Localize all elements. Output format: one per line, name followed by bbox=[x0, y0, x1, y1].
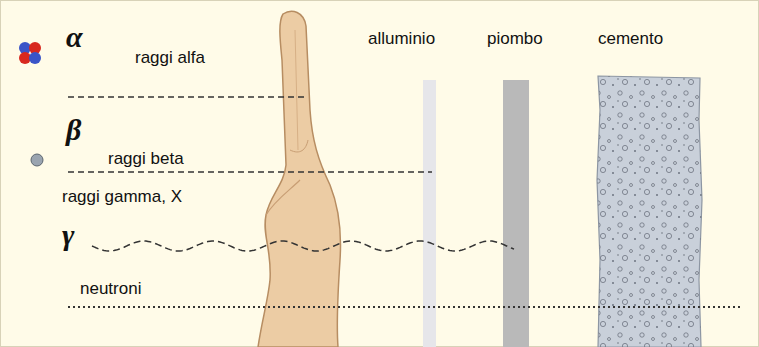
beta-particle bbox=[31, 154, 43, 166]
beta-symbol: β bbox=[66, 113, 81, 146]
material-name: cemento bbox=[598, 30, 663, 49]
ray-name: raggi gamma, X bbox=[62, 188, 182, 207]
ray-name: raggi beta bbox=[108, 150, 184, 169]
material-name: piombo bbox=[487, 30, 543, 49]
gamma-symbol: γ bbox=[62, 218, 74, 251]
material-name: alluminio bbox=[368, 30, 435, 49]
hand bbox=[258, 11, 341, 347]
ray-name: raggi alfa bbox=[135, 49, 205, 68]
gamma-ray bbox=[92, 241, 514, 251]
lead-plate bbox=[503, 80, 529, 347]
ray-name: neutroni bbox=[80, 280, 141, 299]
beta-ray bbox=[68, 171, 432, 172]
neutron-ray bbox=[68, 306, 742, 308]
alpha-ray bbox=[68, 96, 305, 97]
alpha-particle bbox=[19, 42, 41, 64]
alpha-symbol: α bbox=[66, 20, 83, 53]
